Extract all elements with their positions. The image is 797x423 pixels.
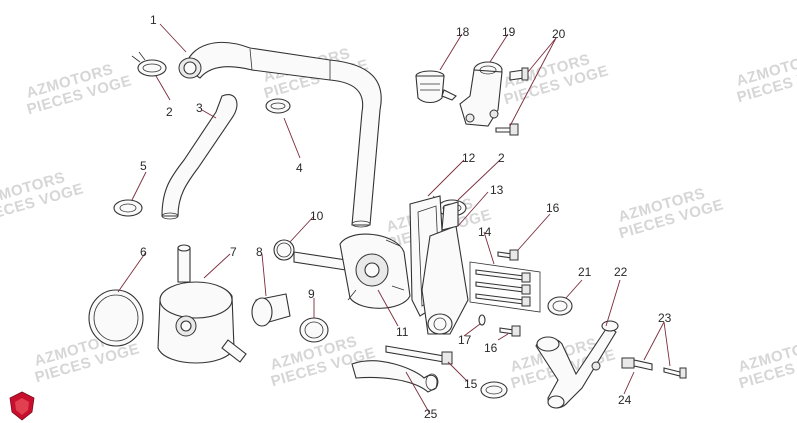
callout-2: 2 — [166, 105, 173, 119]
callout-24: 24 — [618, 393, 632, 407]
callout-3: 3 — [196, 101, 203, 115]
callout-16b: 16 — [484, 341, 498, 355]
part-pipe-22 — [535, 320, 619, 409]
part-screw-20b — [495, 123, 519, 136]
callout-25: 25 — [424, 407, 438, 421]
part-pump-cover-13 — [421, 201, 469, 335]
part-oring-10 — [273, 239, 295, 261]
callout-20: 20 — [552, 27, 566, 41]
callout-19: 19 — [502, 25, 516, 39]
part-thermostat-housing-19 — [459, 61, 503, 127]
part-plug-8 — [251, 293, 291, 327]
callout-12: 12 — [462, 151, 476, 165]
callout-18: 18 — [456, 25, 470, 39]
part-bolt-set-14 — [469, 261, 541, 313]
watermark: AZMOTORS PIECES VOGE — [616, 185, 725, 243]
part-oil-cooler-7 — [157, 244, 247, 364]
part-thermostat-18 — [415, 70, 457, 104]
part-hose-25 — [351, 360, 439, 393]
callout-4: 4 — [296, 161, 303, 175]
watermark: AZMOTORS PIECES VOGE — [0, 169, 86, 227]
callout-21: 21 — [578, 265, 592, 279]
part-seal-21 — [547, 296, 573, 316]
callout-5: 5 — [140, 159, 147, 173]
watermark: AZMOTORS PIECES VOGE — [734, 49, 797, 107]
callout-11: 11 — [396, 325, 409, 339]
callout-10: 10 — [310, 209, 324, 223]
part-pin-17 — [478, 314, 486, 326]
watermark: AZMOTORS PIECES VOGE — [24, 61, 133, 119]
part-clamp-2 — [131, 51, 167, 77]
callout-2b: 2 — [498, 151, 505, 165]
part-bolt-16 — [497, 249, 519, 261]
part-bolt-15 — [385, 345, 453, 365]
watermark: AZMOTORS PIECES VOGE — [736, 335, 797, 393]
callout-7: 7 — [230, 245, 237, 259]
callout-16: 16 — [546, 201, 560, 215]
part-screw-20 — [509, 67, 529, 81]
callout-1: 1 — [150, 13, 157, 27]
callout-8: 8 — [256, 245, 263, 259]
part-seal-9 — [299, 317, 329, 343]
shield-logo-icon — [9, 391, 35, 421]
part-water-pump-11 — [293, 233, 411, 309]
callout-9: 9 — [308, 287, 315, 301]
part-oring-6 — [88, 289, 144, 347]
part-bolt-23 — [621, 357, 687, 379]
callout-6: 6 — [140, 245, 147, 259]
callout-17: 17 — [458, 333, 472, 347]
leader-lines — [117, 23, 671, 415]
callout-13: 13 — [490, 183, 504, 197]
part-clamp-15b — [480, 381, 508, 399]
part-clamp-5 — [113, 199, 143, 217]
callout-15: 15 — [464, 377, 478, 391]
callout-numbers: 1 2 3 4 5 6 7 8 9 10 11 12 2 13 14 15 16… — [140, 13, 672, 421]
part-hose-1 — [178, 41, 382, 228]
part-hose-3 — [161, 94, 238, 220]
part-bolt-16b — [499, 325, 521, 337]
callout-23: 23 — [658, 311, 672, 325]
callout-14: 14 — [478, 225, 492, 239]
callout-22: 22 — [614, 265, 628, 279]
part-clamp-4 — [265, 98, 291, 114]
